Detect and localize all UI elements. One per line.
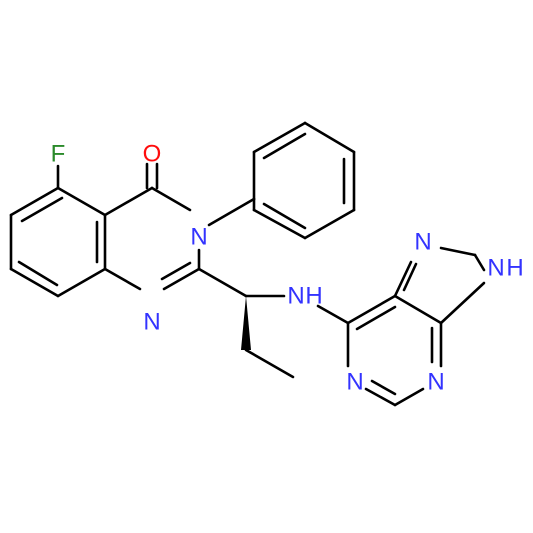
purine-n9-atom: N: [487, 255, 504, 282]
bond: [150, 186, 192, 212]
bond: [9, 267, 60, 298]
bond: [20, 196, 64, 223]
wedge-bond: [241, 296, 251, 350]
bond: [244, 348, 295, 379]
bond: [402, 262, 418, 292]
bond: [370, 379, 397, 396]
amine-h-atom: H: [305, 283, 322, 310]
purine-n3-atom: N: [427, 369, 444, 396]
bond: [162, 267, 201, 291]
bond: [252, 121, 307, 154]
bond: [393, 294, 443, 325]
quinazoline-n1-atom: N: [143, 309, 160, 336]
atom-labels: F O N N N H N N H N N: [51, 141, 524, 396]
bond: [17, 260, 59, 287]
purine-n1-atom: N: [346, 369, 363, 396]
bond: [160, 261, 192, 281]
bond: [252, 208, 307, 240]
bond: [316, 304, 350, 325]
bond: [197, 267, 248, 298]
bond: [473, 253, 486, 272]
bond: [364, 387, 397, 407]
bond: [303, 121, 356, 154]
bond: [56, 267, 107, 298]
purine-n7-atom: N: [414, 229, 431, 256]
bond: [103, 267, 142, 291]
bond: [103, 186, 154, 217]
bond: [262, 132, 307, 160]
purine-h9-atom: H: [506, 255, 523, 282]
bond: [262, 202, 307, 230]
quinazoline-n3-atom: N: [190, 224, 207, 251]
amine-n-atom: N: [287, 283, 304, 310]
fluorine-atom: F: [51, 141, 66, 168]
oxygen-atom: O: [143, 141, 162, 168]
bond: [355, 305, 397, 331]
bond: [393, 387, 425, 407]
bond: [56, 186, 107, 217]
bond: [9, 186, 60, 217]
bond: [207, 197, 256, 227]
bonds: [9, 121, 486, 407]
bond: [346, 294, 397, 325]
bond: [439, 246, 477, 257]
bond: [303, 208, 356, 240]
bond: [393, 260, 413, 298]
bond: [439, 281, 486, 325]
